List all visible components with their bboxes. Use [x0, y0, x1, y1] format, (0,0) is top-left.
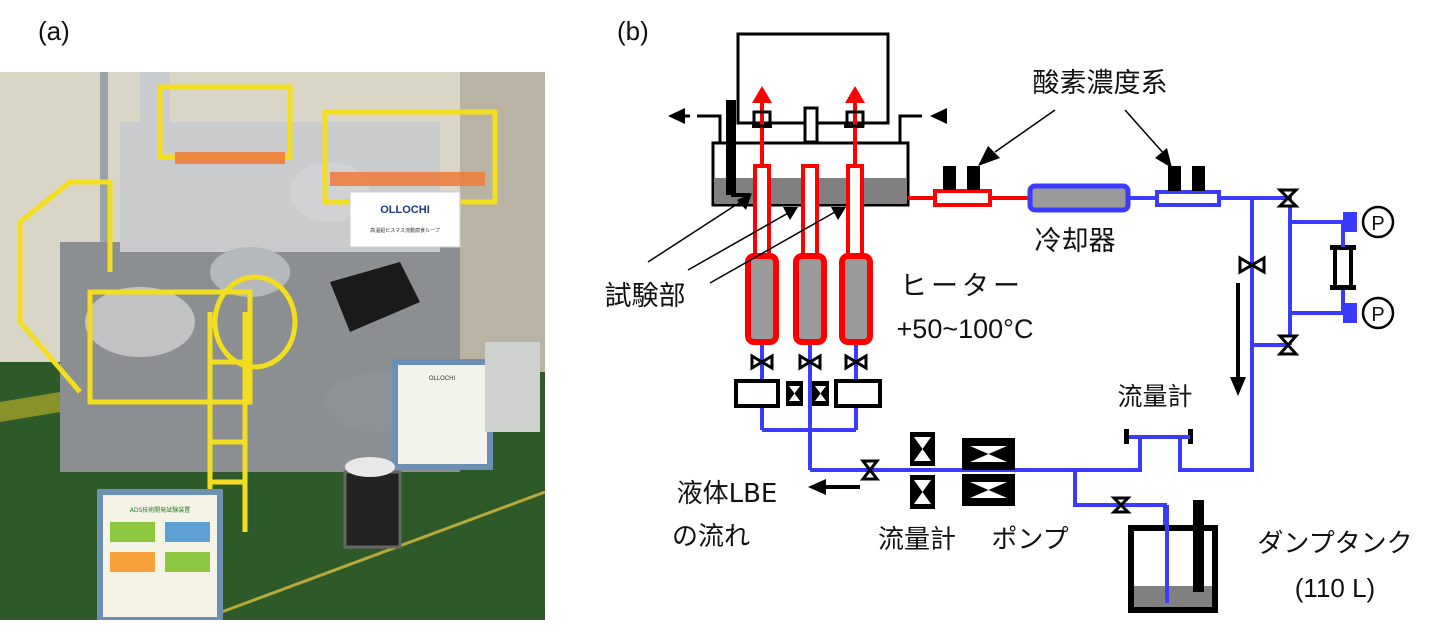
cooler-label: 冷却器 [1035, 226, 1116, 257]
flowmeter-right-flange-left [1124, 429, 1129, 444]
pressure-gauge-upper: P [1343, 205, 1395, 239]
panel-label-a: (a) [38, 16, 70, 46]
bottom-valve [859, 459, 881, 481]
filter [1333, 245, 1353, 289]
hot-outlet-arrow-icon [752, 86, 772, 103]
pump-label: ポンプ [991, 525, 1068, 555]
test-section-tubes [753, 164, 864, 258]
level-probe [726, 100, 736, 195]
loop-schematic: P P 酸素濃度系 冷却器 試験部 ヒーター +50~100°C 流量計 [560, 0, 1440, 628]
flowmeter-right-flange-right [1188, 429, 1193, 444]
photo-sign-title: OLLOCHI [380, 204, 430, 216]
photo-orange-net-2 [330, 172, 485, 186]
flowmeter-bottom-label: 流量計 [878, 525, 956, 555]
photo-side-equipment [485, 342, 540, 432]
photo-right-column [460, 72, 545, 372]
photo-right-poster-title: OLLOCHI [429, 376, 456, 382]
photo-cart [343, 470, 402, 549]
photo-sign: OLLOCHI 高温鉛ビスマス流動腐食ループ [349, 191, 461, 248]
oxygen-sensor-label: 酸素濃度系 [1033, 68, 1168, 99]
oxygen-pointer-arrow-icon-2 [1155, 148, 1172, 168]
heater-valves [750, 353, 868, 371]
oxygen-sensor-cold [1155, 190, 1221, 207]
photo-right-poster [392, 359, 493, 470]
photo-insulated-pipe [85, 287, 195, 357]
heater-flowmeters [734, 379, 882, 408]
heaters [745, 253, 873, 345]
pump [962, 438, 1015, 506]
photo-sign-japanese: 高温鉛ビスマス流動腐食ループ [370, 227, 440, 234]
flow-direction-label-line2: の流れ [672, 522, 750, 552]
downflow-arrow-icon [1230, 377, 1246, 396]
photo-orange-net [175, 152, 285, 164]
photo-floor-line [199, 490, 545, 620]
flow-direction-arrow-icon [808, 479, 826, 495]
photo-yellow-railings [17, 84, 498, 532]
pressure-gauge-label-2: P [1371, 304, 1384, 326]
heater-outlet-lines [760, 345, 1075, 472]
flowmeter-right-label: 流量計 [1117, 382, 1192, 411]
photo-left-poster-title: ADS技術開発試験装置 [130, 506, 191, 514]
dump-tank-volume-label: (110 L) [1295, 573, 1375, 603]
cooler [1027, 183, 1131, 213]
facility-photo: OLLOCHI 高温鉛ビスマス流動腐食ループ ADS技術開発試験装置 OLLOC… [0, 72, 545, 620]
photo-floor-stripes [0, 392, 60, 422]
pressure-gauge-label: P [1371, 213, 1384, 235]
gas-arrow-left-icon [668, 108, 685, 124]
pressure-gauge-lower: P [1343, 296, 1395, 330]
photo-black-panel [330, 262, 420, 332]
dump-tank [1128, 500, 1218, 613]
test-section-pointers [647, 198, 836, 284]
hot-outlet-arrow-icon-2 [845, 86, 865, 103]
photo-column [100, 72, 108, 352]
loop-valves [1110, 188, 1300, 514]
gas-inlet-right [898, 114, 922, 143]
bottom-flowmeter [910, 432, 935, 509]
test-section-label: 試験部 [605, 281, 686, 312]
flow-direction-label-line1: 液体LBE [677, 479, 778, 509]
heater-temp-label: +50~100°C [897, 314, 1034, 344]
gas-arrow-right-icon [930, 108, 947, 124]
oxygen-pointer-arrow-icon [978, 146, 1000, 166]
oxygen-sensor-hot [933, 189, 992, 207]
heater-label: ヒーター [900, 271, 1024, 302]
vessel-mid-plug [803, 106, 819, 144]
gas-outlet-left [697, 114, 722, 143]
dump-tank-label: ダンプタンク [1257, 529, 1412, 559]
panel-label-b: (b) [617, 16, 649, 46]
